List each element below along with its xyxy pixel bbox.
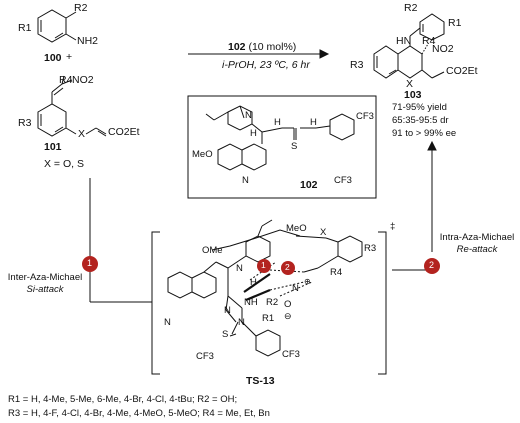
ts-h-label: H xyxy=(250,277,257,288)
step-1-label: Inter-Aza-Michael Si-attack xyxy=(7,272,83,295)
ts-step-2-number: 2 xyxy=(285,262,290,272)
reaction-conditions: i-PrOH, 23 ºC, 6 hr xyxy=(222,59,310,71)
product-x-label: X xyxy=(406,78,414,90)
ts-plus-charge: ⊕ xyxy=(304,277,311,286)
step-2-circle xyxy=(424,258,440,274)
nitro-r4-label: R4 xyxy=(59,74,73,86)
ts-step-1-circle xyxy=(257,259,271,273)
ts-thiourea-n2: N xyxy=(238,317,245,328)
ts-x-label: X xyxy=(320,227,327,238)
product-r1-label: R1 xyxy=(448,17,462,29)
catalyst-structure xyxy=(205,105,355,171)
product-r4-label: R4 xyxy=(422,35,436,47)
nitro-compound-id: 101 xyxy=(44,141,62,153)
ts-minus-charge: ⊖ xyxy=(284,311,292,321)
step-2-label: Intra-Aza-Michael Re-attack xyxy=(439,232,515,255)
nitro-co2et-label: CO2Et xyxy=(108,126,140,138)
ts-dagger: ‡ xyxy=(390,221,396,232)
ts-meo-label: MeO xyxy=(286,223,307,234)
dr-result: 65:35-95:5 dr xyxy=(392,115,449,126)
aniline-ring xyxy=(37,9,77,43)
catalyst-cf3-top: CF3 xyxy=(356,111,374,122)
cyclization-arrow xyxy=(427,140,437,232)
plus-sign: + xyxy=(66,51,73,63)
product-hn-label: HN xyxy=(396,35,412,47)
step-1-number: 1 xyxy=(87,258,93,268)
inter-step-path xyxy=(89,178,152,303)
catalyst-nh-right: H xyxy=(310,117,317,128)
ts-cf3-left: CF3 xyxy=(196,351,214,362)
catalyst-h-label: H xyxy=(250,128,257,139)
aniline-nh2-label: NH2 xyxy=(77,35,99,47)
yield-result: 71-95% yield xyxy=(392,102,447,113)
reaction-arrow xyxy=(188,49,330,59)
ts-r3-label: R3 xyxy=(364,243,377,254)
nitro-r3-label: R3 xyxy=(18,117,32,129)
ts-brackets xyxy=(151,231,387,375)
product-structure xyxy=(373,13,445,79)
ts-compound-id: TS-13 xyxy=(246,375,275,387)
ts-step-2-circle xyxy=(281,261,295,275)
catalyst-box xyxy=(187,95,377,199)
ts-o-label: O xyxy=(284,299,292,310)
x-definition: X = O, S xyxy=(44,158,84,170)
ts-cf3-right: CF3 xyxy=(282,349,300,360)
step-1-circle xyxy=(82,256,98,272)
catalyst-s-label: S xyxy=(291,141,298,152)
ts-s-label: S xyxy=(222,329,229,340)
nitroenoate-structure xyxy=(37,75,107,137)
ts-nh-label: NH xyxy=(244,297,258,308)
aniline-r2-label: R2 xyxy=(74,2,88,14)
ts-thiourea-n: N xyxy=(224,305,231,316)
catalyst-loading-label: 102 (10 mol%) xyxy=(228,41,297,53)
product-r3-label: R3 xyxy=(350,59,364,71)
nitro-no2-label: NO2 xyxy=(72,74,94,86)
amine-compound-id: 100 xyxy=(44,52,62,64)
ts-n-quinuclidine: N xyxy=(236,263,243,274)
product-co2et-label: CO2Et xyxy=(446,65,478,77)
ts-step-1-number: 1 xyxy=(261,260,266,270)
ts-r1-label: R1 xyxy=(262,313,275,324)
product-no2-label: NO2 xyxy=(432,43,454,55)
step-2-number: 2 xyxy=(429,260,435,270)
catalyst-quinoline-n: N xyxy=(242,175,249,186)
catalyst-nh-left: H xyxy=(274,117,281,128)
aniline-r1-label: R1 xyxy=(18,22,32,34)
ee-result: 91 to > 99% ee xyxy=(392,128,457,139)
footnote-line-2: R3 = H, 4-F, 4-Cl, 4-Br, 4-Me, 4-MeO, 5-… xyxy=(8,408,270,419)
ts-structure xyxy=(167,219,363,357)
catalyst-compound-id: 102 xyxy=(300,179,318,191)
nitro-x-label: X xyxy=(78,128,86,140)
catalyst-cf3-bottom: CF3 xyxy=(334,175,352,186)
product-compound-id: 103 xyxy=(404,89,422,101)
catalyst-n-label: N xyxy=(245,110,252,121)
footnote-line-1: R1 = H, 4-Me, 5-Me, 6-Me, 4-Br, 4-Cl, 4-… xyxy=(8,394,238,405)
product-r2-label: R2 xyxy=(404,2,418,14)
ts-ome-label: OMe xyxy=(202,245,223,256)
ts-r4-label: R4 xyxy=(330,267,343,278)
ts-quinoline-n: N xyxy=(164,317,171,328)
ts-nplus-label: N xyxy=(292,283,299,294)
catalyst-meo-label: MeO xyxy=(192,149,213,160)
ts-r2-label: R2 xyxy=(266,297,279,308)
